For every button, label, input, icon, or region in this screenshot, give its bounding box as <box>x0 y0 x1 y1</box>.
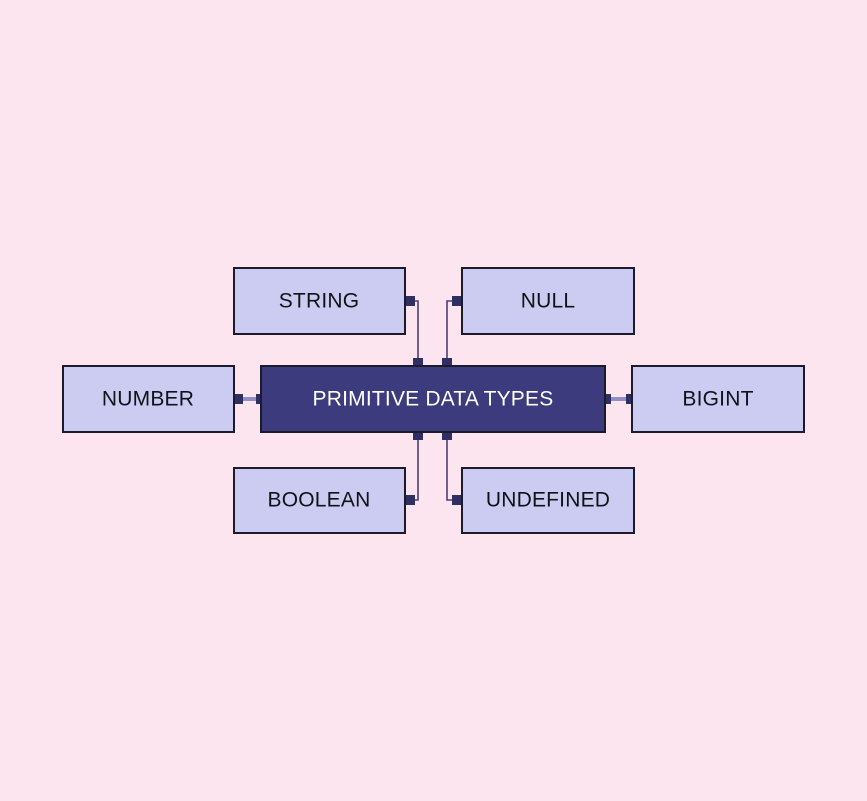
node-null[interactable]: NULL <box>461 267 635 335</box>
node-boolean-box[interactable] <box>233 467 406 534</box>
marker-undefined-endpoint <box>452 495 462 505</box>
marker-center-bottom-right <box>442 430 452 440</box>
node-bigint-label: BIGINT <box>682 388 753 411</box>
node-string-box[interactable] <box>233 267 406 335</box>
marker-boolean-endpoint <box>405 495 415 505</box>
marker-center-top-right <box>442 358 452 368</box>
node-undefined-label: UNDEFINED <box>486 489 610 512</box>
node-bigint-box[interactable] <box>631 365 805 433</box>
node-string-label: STRING <box>279 290 360 313</box>
node-boolean[interactable]: BOOLEAN <box>233 467 406 534</box>
node-boolean-label: BOOLEAN <box>268 489 371 512</box>
node-center-label: PRIMITIVE DATA TYPES <box>313 388 554 411</box>
node-string[interactable]: STRING <box>233 267 406 335</box>
marker-string-endpoint <box>405 296 415 306</box>
marker-number-endpoint <box>233 394 243 404</box>
node-undefined-box[interactable] <box>461 467 635 534</box>
marker-center-top-left <box>413 358 423 368</box>
node-undefined[interactable]: UNDEFINED <box>461 467 635 534</box>
node-center-box[interactable] <box>260 365 606 433</box>
marker-null-endpoint <box>452 296 462 306</box>
node-number-box[interactable] <box>62 365 235 433</box>
node-number[interactable]: NUMBER <box>62 365 235 433</box>
node-number-label: NUMBER <box>102 388 194 411</box>
node-null-box[interactable] <box>461 267 635 335</box>
marker-center-bottom-left <box>413 430 423 440</box>
node-bigint[interactable]: BIGINT <box>631 365 805 433</box>
node-center[interactable]: PRIMITIVE DATA TYPES <box>260 365 606 433</box>
node-null-label: NULL <box>521 290 576 313</box>
